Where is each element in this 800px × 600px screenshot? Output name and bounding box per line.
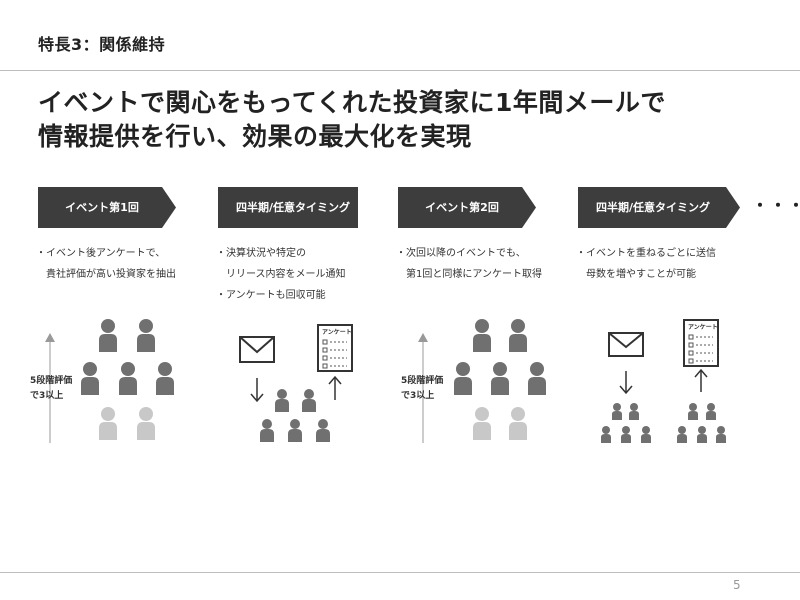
step-event-2: イベント第2回 [398,187,538,228]
people-pyramid-icon [454,319,546,440]
survey-sheet-title: アンケート [322,329,352,336]
headline-line-2: 情報提供を行い、効果の最大化を実現 [38,122,472,151]
bottom-divider [0,572,800,573]
arrow-down-icon [619,371,633,395]
arrow-down-icon [250,378,264,403]
chevron-shape [578,187,740,228]
step-4-bullets: ・イベントを重ねるごとに送信 母数を増やすことが可能 [576,248,716,280]
step-label: イベント第1回 [65,201,139,214]
arrow-up-icon [694,368,708,392]
survey-sheet-icon [317,324,353,372]
people-pyramid-icon [601,403,651,443]
step-quarterly-2: 四半期/任意タイミング [578,187,740,228]
survey-sheet-icon [683,319,719,367]
step-quarterly-1: 四半期/任意タイミング [218,187,358,228]
top-divider [0,70,800,71]
chevron-shape [218,187,358,228]
rating-arrow-up-icon [418,333,428,443]
arrow-up-icon [328,375,342,400]
step-label: イベント第2回 [425,201,499,214]
mail-icon [239,336,275,363]
section-title: 特長3：関係維持 [38,35,166,54]
step-event-1: イベント第1回 [38,187,178,228]
headline-line-1: イベントで関心をもってくれた投資家に1年間メールで [38,88,666,117]
people-pyramid-icon [677,403,726,443]
step-1-bullets: ・イベント後アンケートで、 貴社評価が高い投資家を抽出 [36,248,176,280]
headline: イベントで関心をもってくれた投資家に1年間メールで 情報提供を行い、効果の最大化… [38,86,768,154]
rating-label: 5段階評価 で3以上 [30,376,73,401]
rating-label: 5段階評価 で3以上 [401,376,444,401]
continuation-dots: ・・・ [752,196,800,215]
step-2-bullets: ・決算状況や特定の リリース内容をメール通知 ・アンケートも回収可能 [216,248,346,301]
survey-sheet-title: アンケート [688,324,718,331]
mail-icon [608,332,644,357]
step-label: 四半期/任意タイミング [595,201,711,214]
people-pyramid-icon [81,319,174,440]
page-number: 5 [733,578,741,592]
people-pyramid-icon [260,389,330,442]
chevron-shape [38,187,176,228]
step-label: 四半期/任意タイミング [235,201,351,214]
chevron-shape [398,187,536,228]
rating-arrow-up-icon [45,333,55,443]
step-3-bullets: ・次回以降のイベントでも、 第1回と同様にアンケート取得 [396,248,542,280]
